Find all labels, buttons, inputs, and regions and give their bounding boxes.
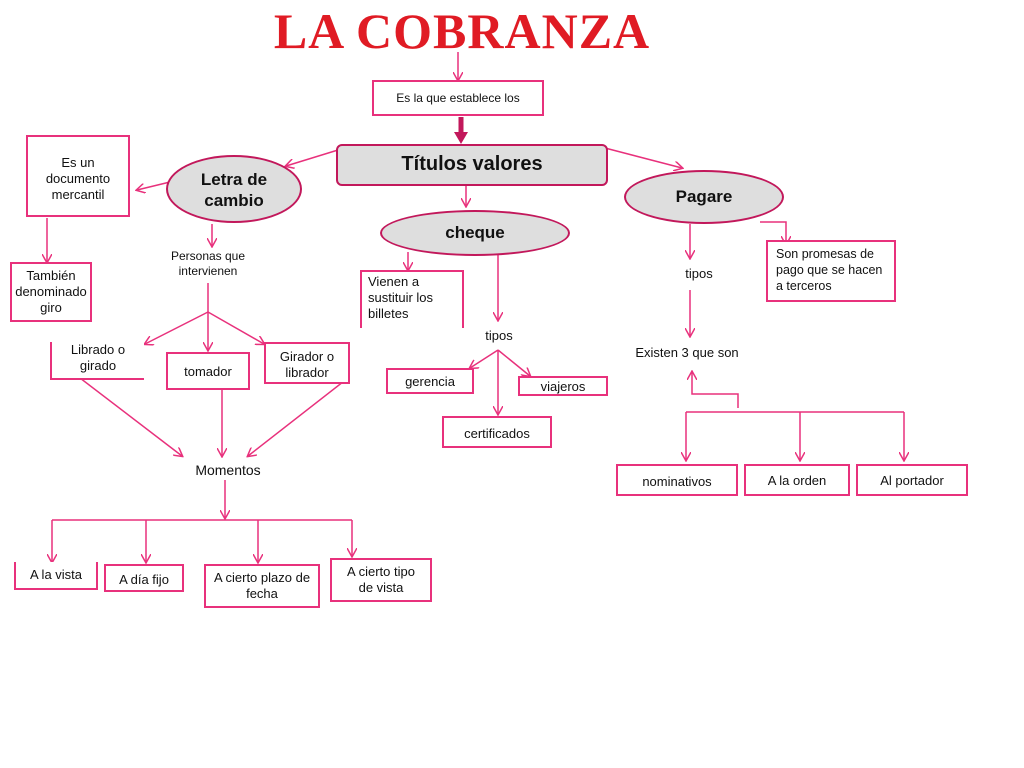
pagare-tipos-text: tipos <box>685 266 713 281</box>
a-la-vista-text: A la vista <box>29 567 83 582</box>
letra-de-cambio-node: Letra de cambio <box>166 155 302 223</box>
personas-text: Personas que intervienen <box>170 249 246 278</box>
vienen-box: Vienen a sustituir los billetes <box>360 270 464 328</box>
vienen-text: Vienen a sustituir los billetes <box>368 274 434 321</box>
es-un-text: Es un documento mercantil <box>45 155 111 202</box>
nominativos-box: nominativos <box>616 464 738 496</box>
a-cierto-plazo-box: A cierto plazo de fecha <box>204 564 320 608</box>
a-cierto-tipo-box: A cierto tipo de vista <box>330 558 432 602</box>
establece-text: Es la que establece los <box>396 91 520 105</box>
cheque-label: cheque <box>445 223 505 242</box>
tambien-text: También denominado giro <box>15 268 87 315</box>
viajeros-text: viajeros <box>540 379 586 394</box>
cheque-node: cheque <box>380 210 570 256</box>
tambien-box: También denominado giro <box>10 262 92 322</box>
a-cierto-plazo-text: A cierto plazo de fecha <box>213 570 311 601</box>
certificados-text: certificados <box>464 426 530 441</box>
girador-box: Girador o librador <box>264 342 350 384</box>
a-cierto-tipo-text: A cierto tipo de vista <box>347 564 415 595</box>
titulos-valores-label: Títulos valores <box>401 153 543 175</box>
page-title: LA COBRANZA <box>273 3 651 59</box>
es-un-box: Es un documento mercantil <box>26 135 130 217</box>
girador-text: Girador o librador <box>279 349 335 380</box>
momentos-text: Momentos <box>195 462 261 478</box>
a-la-vista-box: A la vista <box>14 562 98 590</box>
titulos-valores-node: Títulos valores <box>336 144 608 186</box>
gerencia-box: gerencia <box>386 368 474 394</box>
pagare-node: Pagare <box>624 170 784 224</box>
librado-text: Librado o girado <box>70 342 126 373</box>
nominativos-text: nominativos <box>642 474 712 489</box>
a-la-orden-box: A la orden <box>744 464 850 496</box>
al-portador-text: Al portador <box>880 473 944 488</box>
a-dia-fijo-text: A día fijo <box>119 572 169 587</box>
letra-de-cambio-label: Letra de cambio <box>200 170 268 210</box>
a-la-orden-text: A la orden <box>767 473 827 488</box>
son-promesas-text: Son promesas de pago que se hacen a terc… <box>776 247 883 293</box>
establece-box: Es la que establece los <box>372 80 544 116</box>
librado-box: Librado o girado <box>50 342 144 380</box>
viajeros-box: viajeros <box>518 376 608 396</box>
gerencia-text: gerencia <box>405 374 455 389</box>
pagare-label: Pagare <box>675 187 733 206</box>
certificados-box: certificados <box>442 416 552 448</box>
a-dia-fijo-box: A día fijo <box>104 564 184 592</box>
existen-text: Existen 3 que son <box>635 345 739 360</box>
al-portador-box: Al portador <box>856 464 968 496</box>
tomador-box: tomador <box>166 352 250 390</box>
son-promesas-box: Son promesas de pago que se hacen a terc… <box>766 240 896 302</box>
cheque-tipos-text: tipos <box>485 328 513 343</box>
tomador-text: tomador <box>184 364 232 379</box>
